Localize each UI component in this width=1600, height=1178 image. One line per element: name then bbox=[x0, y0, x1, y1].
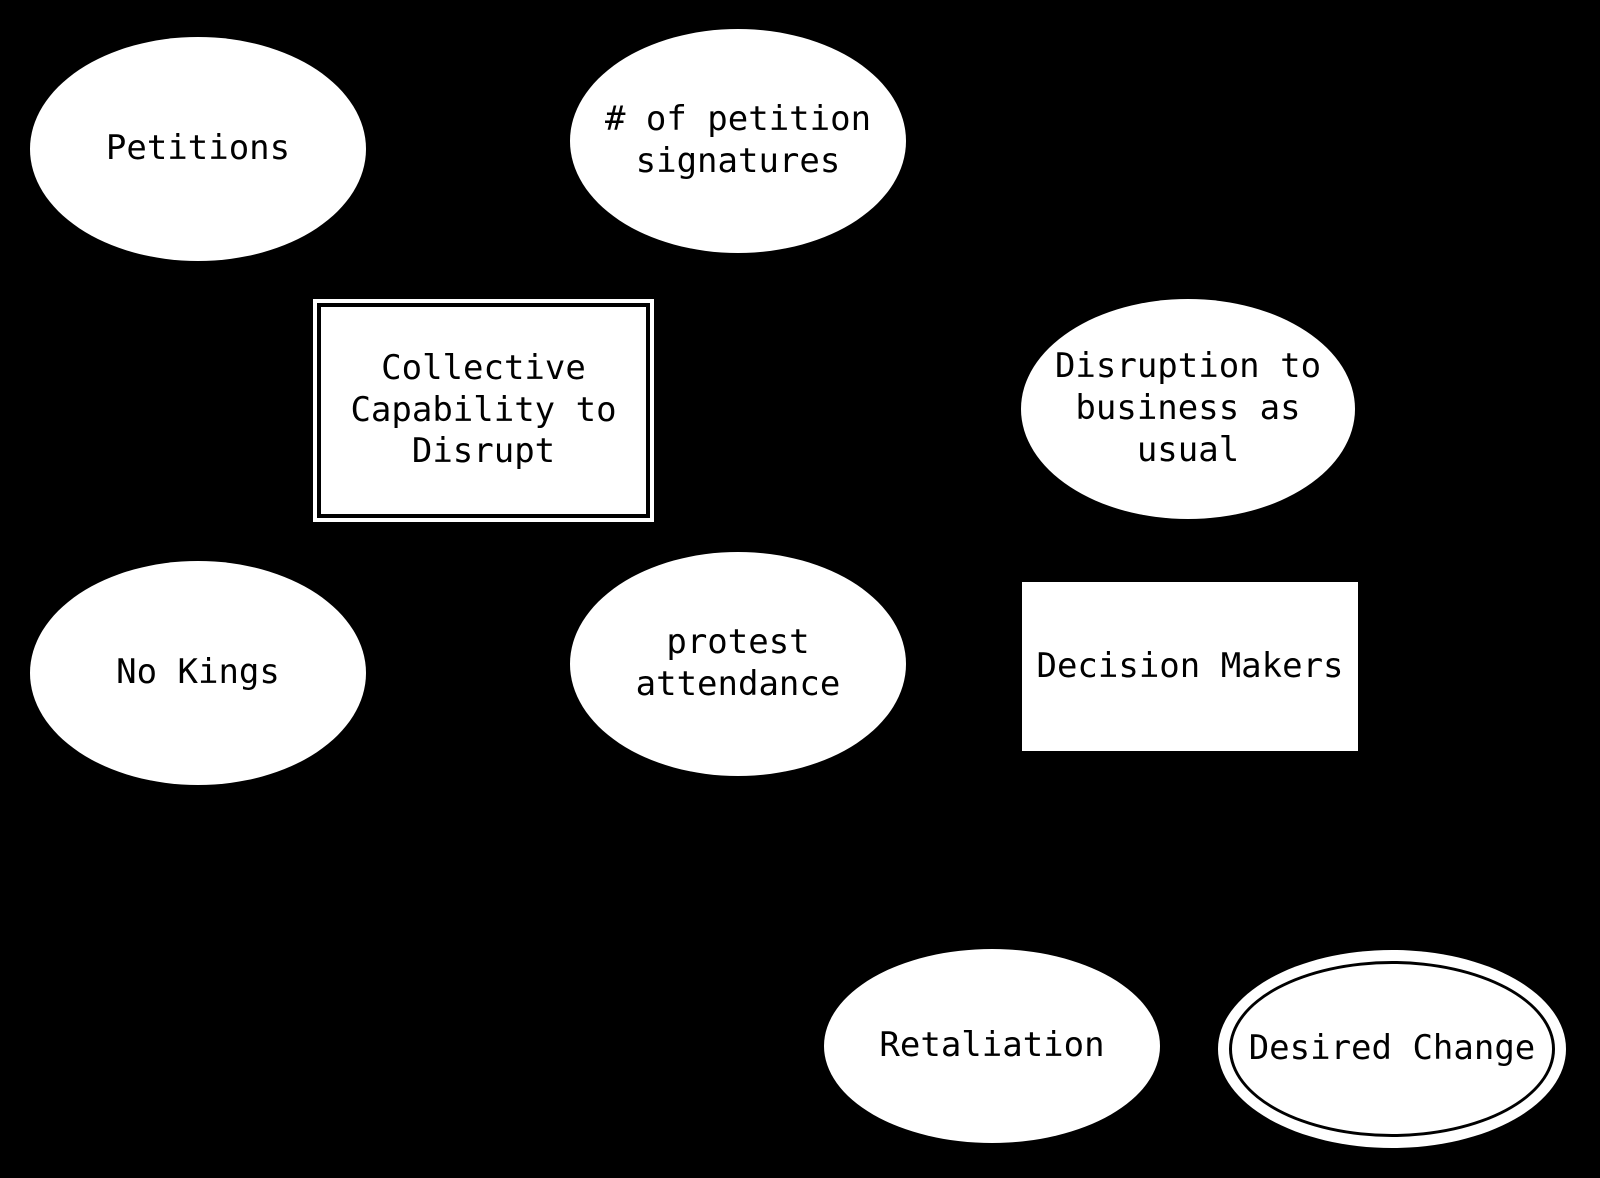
node-desired-change: Desired Change bbox=[1218, 950, 1566, 1148]
node-disruption-to-business-as-usual: Disruption to business as usual bbox=[1021, 299, 1355, 519]
node-petition-signatures: # of petition signatures bbox=[570, 29, 906, 253]
node-collective-capability-to-disrupt: Collective Capability to Disrupt bbox=[313, 299, 654, 522]
node-retaliation: Retaliation bbox=[824, 949, 1160, 1143]
node-decision-makers: Decision Makers bbox=[1022, 582, 1358, 751]
node-no-kings: No Kings bbox=[30, 561, 366, 785]
node-protest-attendance: protest attendance bbox=[570, 552, 906, 776]
node-petitions: Petitions bbox=[30, 37, 366, 261]
